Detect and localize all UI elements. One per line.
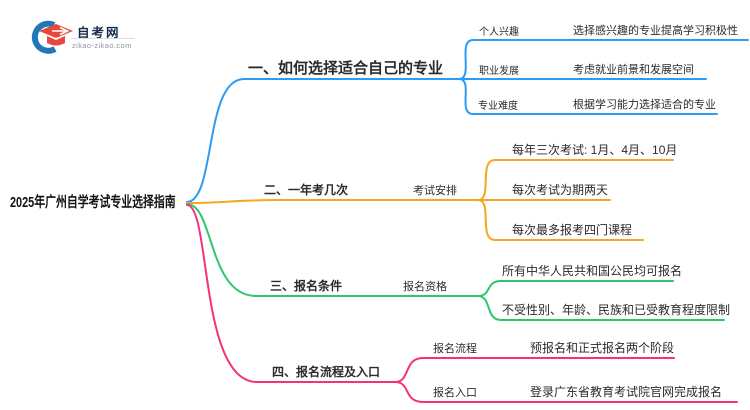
- logo-site-name: 自考网: [77, 26, 121, 40]
- branch4-child2-keyword: 报名入口: [433, 387, 477, 399]
- branch1-child1-keyword: 个人兴趣: [479, 27, 519, 38]
- graduation-cap-icon: [31, 20, 73, 54]
- branch2-keyword: 考试安排: [413, 185, 457, 197]
- branch1-child1-detail: 选择感兴趣的专业提高学习积极性: [573, 25, 738, 37]
- root-node: 2025年广州自学考试专业选择指南: [10, 195, 176, 211]
- branch1-label: 一、如何选择适合自己的专业: [248, 60, 444, 77]
- branch4-child2-detail: 登录广东省教育考试院官网完成报名: [530, 385, 723, 399]
- branch1-child2-detail: 考虑就业前景和发展空间: [573, 64, 694, 76]
- logo-site-url: zikao-zikao.com: [72, 41, 132, 50]
- branch3-detail-1: 所有中华人民共和国公民均可报名: [502, 264, 683, 278]
- site-logo: 自考网 zikao-zikao.com: [30, 12, 150, 54]
- branch4-child1-detail: 预报名和正式报名两个阶段: [530, 341, 675, 355]
- branch1-child2-keyword: 职业发展: [479, 66, 519, 77]
- logo-divider: [71, 38, 135, 39]
- branch3-keyword: 报名资格: [403, 281, 447, 293]
- branch2-detail-2: 每次考试为期两天: [512, 183, 609, 197]
- branch4-label: 四、报名流程及入口: [272, 365, 381, 379]
- branch1-child3-keyword: 专业难度: [478, 101, 518, 112]
- branch2-detail-1: 每年三次考试: 1月、4月、10月: [512, 143, 678, 157]
- branch3-detail-2: 不受性别、年龄、民族和已受教育程度限制: [502, 303, 731, 317]
- branch3-label: 三、报名条件: [270, 279, 343, 293]
- branch1-child3-detail: 根据学习能力选择适合的专业: [573, 99, 716, 111]
- branch2-detail-3: 每次最多报考四门课程: [512, 223, 633, 237]
- branch4-child1-line: [394, 357, 675, 383]
- branch2-label: 二、一年考几次: [264, 183, 349, 197]
- branch4-main-line: [186, 204, 396, 383]
- branch3-child1-line: [477, 280, 674, 297]
- branch4-child1-keyword: 报名流程: [433, 343, 477, 355]
- branch2-main-line: [186, 199, 479, 204]
